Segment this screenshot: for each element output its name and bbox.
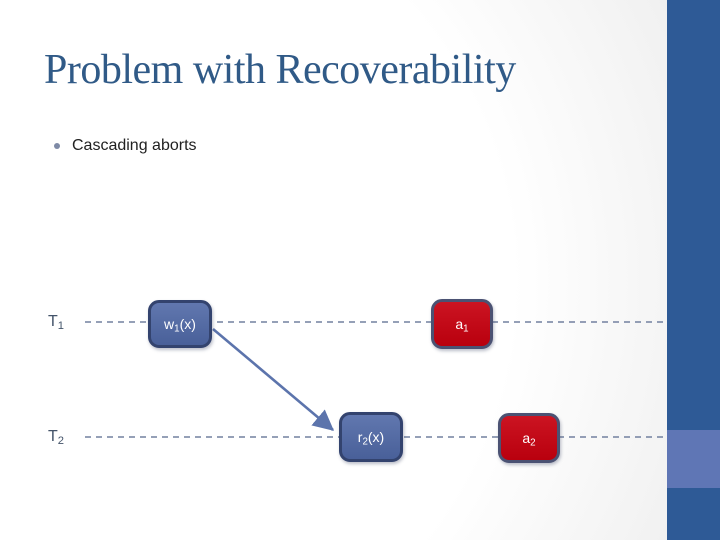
event-label: w1(x) <box>164 316 196 335</box>
event-label: r2(x) <box>357 429 385 448</box>
bullet-item: Cascading aborts <box>54 137 197 155</box>
bullet-text: Cascading aborts <box>72 137 197 154</box>
event-label: a1 <box>455 316 469 335</box>
transaction-label-t2: T2 <box>48 428 65 448</box>
event-box-abort-a1: a1 <box>431 299 493 349</box>
event-box-read-r2x: r2(x) <box>339 412 403 462</box>
bullet-dot-icon <box>54 143 60 149</box>
transaction-label-t1: T1 <box>48 313 65 333</box>
slide-title: Problem with Recoverability <box>44 47 516 93</box>
dependency-arrow <box>212 328 334 431</box>
accent-bar-light-band <box>667 430 720 488</box>
accent-bar <box>667 0 720 540</box>
event-label: a2 <box>522 430 536 449</box>
event-box-abort-a2: a2 <box>498 413 560 463</box>
event-box-write-w1x: w1(x) <box>148 300 212 348</box>
